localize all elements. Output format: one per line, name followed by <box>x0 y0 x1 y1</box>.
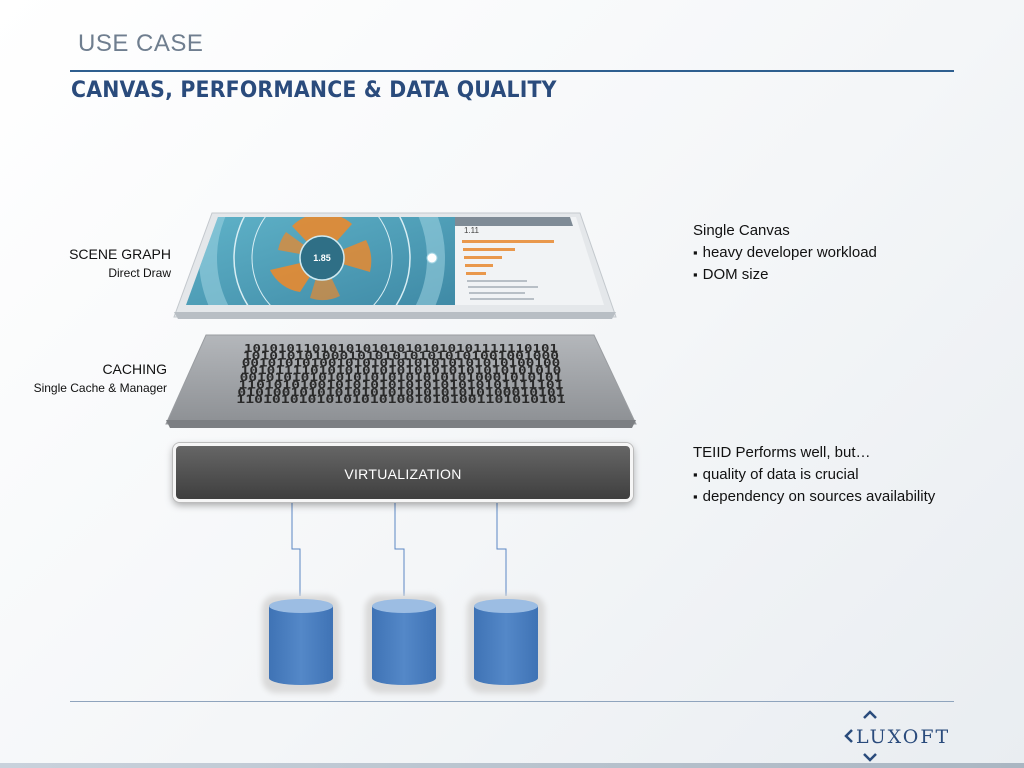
dashboard-side-value: 1.11 <box>464 226 480 235</box>
scene-graph-label: SCENE GRAPH <box>69 246 171 262</box>
virtualization-label: VIRTUALIZATION <box>344 466 462 482</box>
chevron-up-icon <box>863 710 877 719</box>
database-icon <box>365 595 443 693</box>
notes-heading: Single Canvas <box>693 222 790 239</box>
binary-line: 1101010100101010101010101010101111101 <box>239 380 564 392</box>
dashboard-side-panel <box>455 217 604 305</box>
footer-edge <box>0 763 1024 768</box>
dashboard-big-value: 1.85 <box>313 253 331 263</box>
binary-line: 1010101101010101010101010101111110101 <box>244 343 558 355</box>
side-panel-rows <box>467 280 538 300</box>
header-divider <box>70 70 954 72</box>
binary-line: 0010101010010101010101010101010100100 <box>242 358 560 370</box>
luxoft-logo: LUXOFT <box>842 708 954 764</box>
side-panel-bars <box>462 240 554 275</box>
single-canvas-notes: Single Canvas heavy developer workload D… <box>693 220 877 286</box>
virtualization-layer: VIRTUALIZATION <box>173 443 633 502</box>
logo-wordmark: LUXOFT <box>856 726 951 748</box>
chevron-down-icon <box>863 753 877 762</box>
caching-label-group: CACHING Single Cache & Manager <box>34 361 167 395</box>
binary-line: 1010111101010101010101010101010101010 <box>241 365 562 377</box>
database-icon <box>467 595 545 693</box>
binary-data-text: 1010101101010101010101010101111110101101… <box>236 343 565 406</box>
slide-title: CANVAS, PERFORMANCE & DATA QUALITY <box>71 78 557 103</box>
bullet-item: heavy developer workload <box>693 242 877 264</box>
database-icon <box>262 595 340 693</box>
caching-label: CACHING <box>102 361 167 377</box>
caching-layer: 1010101101010101010101010101111110101101… <box>165 334 637 428</box>
scene-graph-sublabel: Direct Draw <box>108 266 171 280</box>
binary-line: 1101010101010101010010101001101010101 <box>236 394 565 406</box>
data-sources <box>262 595 545 693</box>
binary-line: 0010101010101010101010101010001010101 <box>240 372 563 384</box>
scene-graph-label-group: SCENE GRAPH Direct Draw <box>69 246 171 280</box>
bullet-item: quality of data is crucial <box>693 464 935 486</box>
scene-graph-layer: 1.85 1.11 <box>173 212 617 319</box>
binary-line: 0101001010101010101010101010100010101 <box>237 387 564 399</box>
connector-lines <box>291 503 507 596</box>
caching-sublabel: Single Cache & Manager <box>33 381 167 395</box>
footer-divider <box>70 701 954 702</box>
teiid-notes: TEIID Performs well, but… quality of dat… <box>693 442 935 508</box>
radial-chart: 1.85 <box>199 217 445 305</box>
section-heading: USE CASE <box>78 30 204 57</box>
bullet-item: DOM size <box>693 264 877 286</box>
bullet-item: dependency on sources availability <box>693 486 936 508</box>
notes-heading: TEIID Performs well, but… <box>693 444 871 461</box>
chevron-left-icon <box>844 729 853 743</box>
binary-line: 101010101000101010101010101001001000 <box>243 350 559 362</box>
